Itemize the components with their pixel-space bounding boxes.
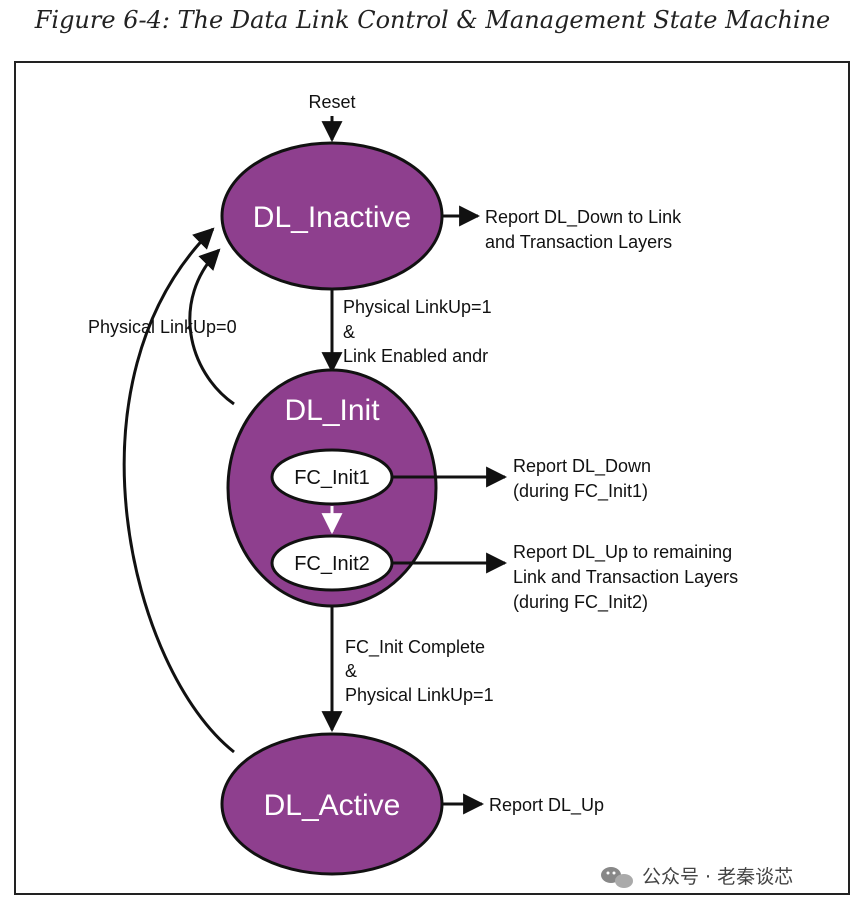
fc1-report-line2: (during FC_Init1) [513,481,648,502]
fc2-report-line3: (during FC_Init2) [513,592,648,613]
wechat-icon [601,867,633,888]
fc1-report-line1: Report DL_Down [513,456,651,477]
active-to-inactive-arc [122,227,235,754]
reset-label: Reset [308,92,355,112]
dl-active-label: DL_Active [264,789,401,822]
linkup1-line1: Physical LinkUp=1 [343,297,492,317]
fc2-report-line2: Link and Transaction Layers [513,567,738,587]
diagram-frame [14,61,850,895]
report-up-label: Report DL_Up [489,795,604,816]
dl-init-label: DL_Init [284,394,380,427]
report-down-line1: Report DL_Down to Link [485,207,682,228]
complete-line2: & [345,661,357,681]
linkup0-label: Physical LinkUp=0 [88,317,237,337]
fc-init1-label: FC_Init1 [294,467,370,489]
figure-caption: Figure 6-4: The Data Link Control & Mana… [34,6,831,34]
fc2-report-line1: Report DL_Up to remaining [513,542,732,563]
linkup1-line3: Link Enabled andr [343,346,488,366]
complete-line1: FC_Init Complete [345,637,485,658]
report-down-line2: and Transaction Layers [485,232,672,252]
fc-init2-label: FC_Init2 [294,553,370,575]
complete-line3: Physical LinkUp=1 [345,685,494,705]
linkup1-line2: & [343,322,355,342]
init-to-inactive-arc [188,248,235,406]
watermark-text: 公众号 · 老秦谈芯 [642,866,793,888]
dl-inactive-label: DL_Inactive [253,201,411,234]
